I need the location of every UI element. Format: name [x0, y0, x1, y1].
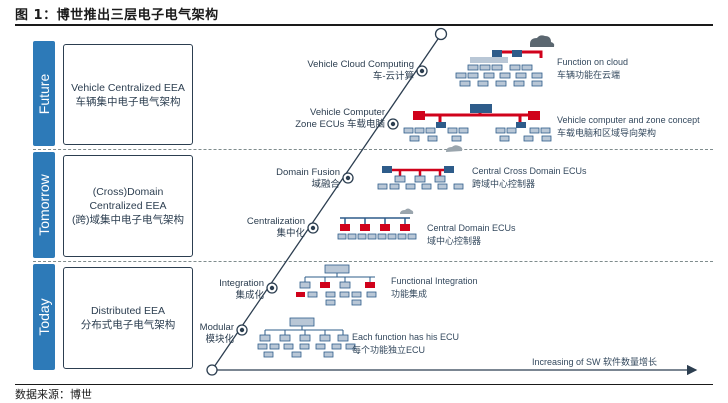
top-rule [15, 24, 713, 26]
era-tomorrow-cn: (跨)域集中电子电气架构 [72, 214, 184, 226]
desc-zone-cn: 车载电脑和区域导向架构 [557, 128, 657, 138]
stage-cloud-cn: 车-云计算 [372, 71, 414, 82]
era-today-en: Distributed EEA [90, 305, 166, 317]
stage-node [387, 118, 399, 130]
stage-label-integration: Integration 集成化 [180, 278, 264, 302]
desc-fusion-cn: 跨域中心控制器 [472, 179, 536, 189]
desc-zone-en: Vehicle computer and zone concept [557, 115, 700, 125]
stage-label-modular: Modular 模块化 [170, 322, 234, 346]
desc-central-en: Central Domain ECUs [427, 223, 516, 233]
desc-zone: Vehicle computer and zone concept 车载电脑和区… [557, 114, 700, 140]
progression-end-node [434, 27, 448, 41]
desc-cloud-en: Function on cloud [557, 57, 629, 67]
desc-cloud: Function on cloud 车辆功能在云端 [557, 56, 628, 82]
tier-separator [33, 261, 713, 262]
era-tomorrow-en1: (Cross)Domain [92, 186, 164, 198]
desc-domain-fusion: Central Cross Domain ECUs 跨域中心控制器 [472, 165, 587, 191]
stage-node [266, 282, 278, 294]
bottom-rule [15, 384, 713, 385]
stage-node [307, 222, 319, 234]
desc-modular-en: Each function has his ECU [352, 332, 460, 342]
ecu-cluster-zone [403, 104, 552, 142]
stage-cloud-en: Vehicle Cloud Computing [307, 59, 414, 70]
progression-line [211, 35, 441, 371]
figure-title: 图 1：博世推出三层电子电气架构 [15, 8, 219, 23]
tier-separator [33, 149, 713, 150]
desc-modular-cn: 每个功能独立ECU [352, 345, 426, 355]
tier-bar-future: Future [33, 41, 55, 146]
desc-cloud-cn: 车辆功能在云端 [557, 70, 621, 80]
stage-modular-cn: 模块化 [205, 334, 234, 345]
era-box-today: Distributed EEA 分布式电子电气架构 [63, 267, 193, 369]
sw-axis-label: Increasing of SW 软件数量增长 [532, 357, 658, 367]
desc-modular: Each function has his ECU 每个功能独立ECU [352, 331, 459, 357]
ecu-cluster-cloud [455, 35, 555, 87]
era-future-en: Vehicle Centralized EEA [71, 81, 185, 94]
figure-source: 数据来源：博世 [15, 388, 92, 401]
stage-zone-en2: Zone ECUs 车载电脑 [295, 119, 385, 130]
ecu-cluster-modular [257, 317, 356, 358]
tier-bar-tomorrow: Tomorrow [33, 152, 55, 258]
stage-label-domain-fusion: Domain Fusion 域融合 [230, 167, 340, 191]
desc-integration-cn: 功能集成 [391, 289, 428, 299]
stage-central-en: Centralization [246, 216, 305, 227]
era-today-cn: 分布式电子电气架构 [80, 319, 176, 331]
stage-integration-en: Integration [219, 278, 264, 289]
axis-origin-node [206, 364, 218, 376]
era-future-cn: 车辆集中电子电气架构 [75, 95, 181, 108]
stage-label-centralization: Centralization 集中化 [200, 216, 305, 240]
stage-node [416, 65, 428, 77]
stage-node [342, 172, 354, 184]
ecu-cluster-centralization [337, 208, 417, 240]
stage-fusion-cn: 域融合 [311, 179, 340, 190]
stage-label-zone: Vehicle Computer Zone ECUs 车载电脑 [250, 107, 385, 131]
stage-integration-cn: 集成化 [235, 290, 264, 301]
era-box-future: Vehicle Centralized EEA 车辆集中电子电气架构 [63, 44, 193, 145]
desc-centralization: Central Domain ECUs 域中心控制器 [427, 222, 516, 248]
era-tomorrow-en2: Centralized EEA [89, 200, 167, 212]
desc-integration-en: Functional Integration [391, 276, 478, 286]
stage-zone-en1: Vehicle Computer [310, 107, 385, 118]
desc-central-cn: 域中心控制器 [427, 236, 482, 246]
desc-fusion-en: Central Cross Domain ECUs [472, 166, 587, 176]
desc-integration: Functional Integration 功能集成 [391, 275, 478, 301]
era-box-tomorrow: (Cross)Domain Centralized EEA (跨)域集中电子电气… [63, 155, 193, 257]
tier-bar-today: Today [33, 264, 55, 370]
ecu-cluster-domain-fusion [377, 145, 464, 190]
stage-central-cn: 集中化 [276, 228, 305, 239]
stage-node [236, 324, 248, 336]
stage-fusion-en: Domain Fusion [276, 167, 340, 178]
ecu-cluster-integration [296, 264, 377, 306]
stage-label-cloud: Vehicle Cloud Computing 车-云计算 [260, 59, 414, 83]
stage-modular-en: Modular [199, 322, 234, 333]
